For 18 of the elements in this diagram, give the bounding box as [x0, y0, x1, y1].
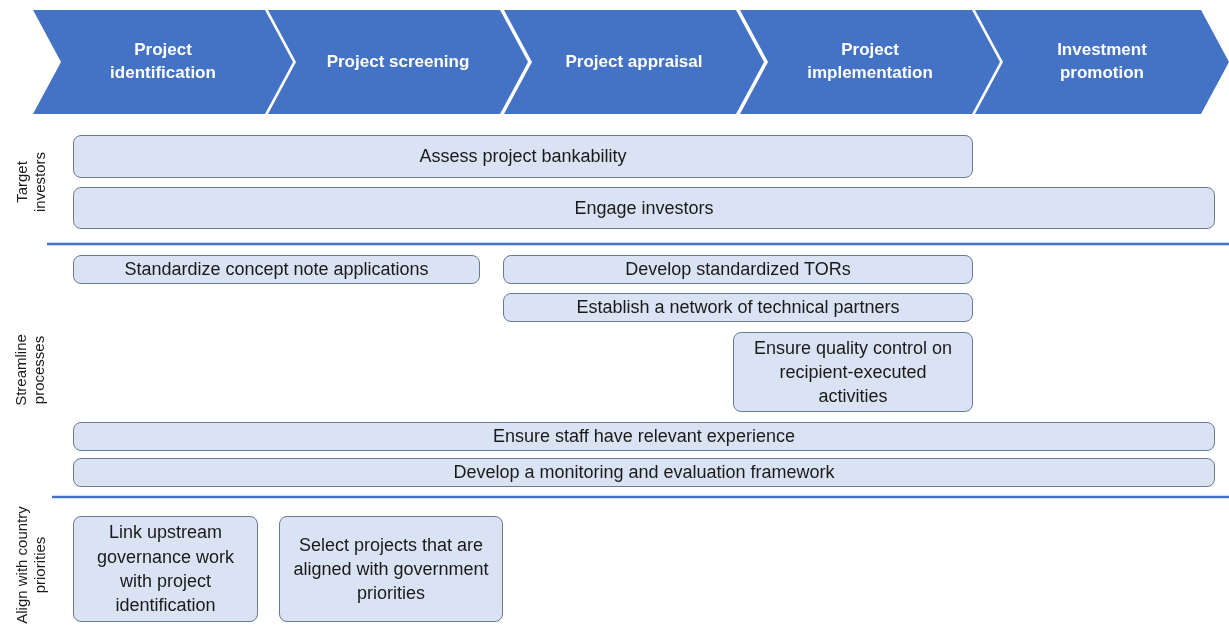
process-step: Project implementation: [740, 10, 1000, 114]
action-box: Ensure staff have relevant experience: [73, 422, 1215, 451]
action-box: Develop a monitoring and evaluation framework: [73, 458, 1215, 487]
row-label: Target investors: [11, 151, 48, 214]
action-box: Select projects that are aligned with government priorities: [279, 516, 503, 622]
action-box: Ensure quality control on recipient-executed activities: [733, 332, 973, 412]
process-step: Project screening: [268, 10, 528, 114]
process-step: Project identification: [33, 10, 293, 114]
process-step: Project appraisal: [504, 10, 764, 114]
action-box: Develop standardized TORs: [503, 255, 973, 284]
row-label: Align with country priorities: [11, 505, 49, 626]
action-box: Engage investors: [73, 187, 1215, 229]
action-box: Link upstream governance work with project identification: [73, 516, 258, 622]
process-step: Investment promotion: [975, 10, 1229, 114]
action-box: Standardize concept note applications: [73, 255, 480, 284]
action-box: Establish a network of technical partners: [503, 293, 973, 322]
row-label: Streamline processes: [11, 333, 48, 408]
action-box: Assess project bankability: [73, 135, 973, 178]
